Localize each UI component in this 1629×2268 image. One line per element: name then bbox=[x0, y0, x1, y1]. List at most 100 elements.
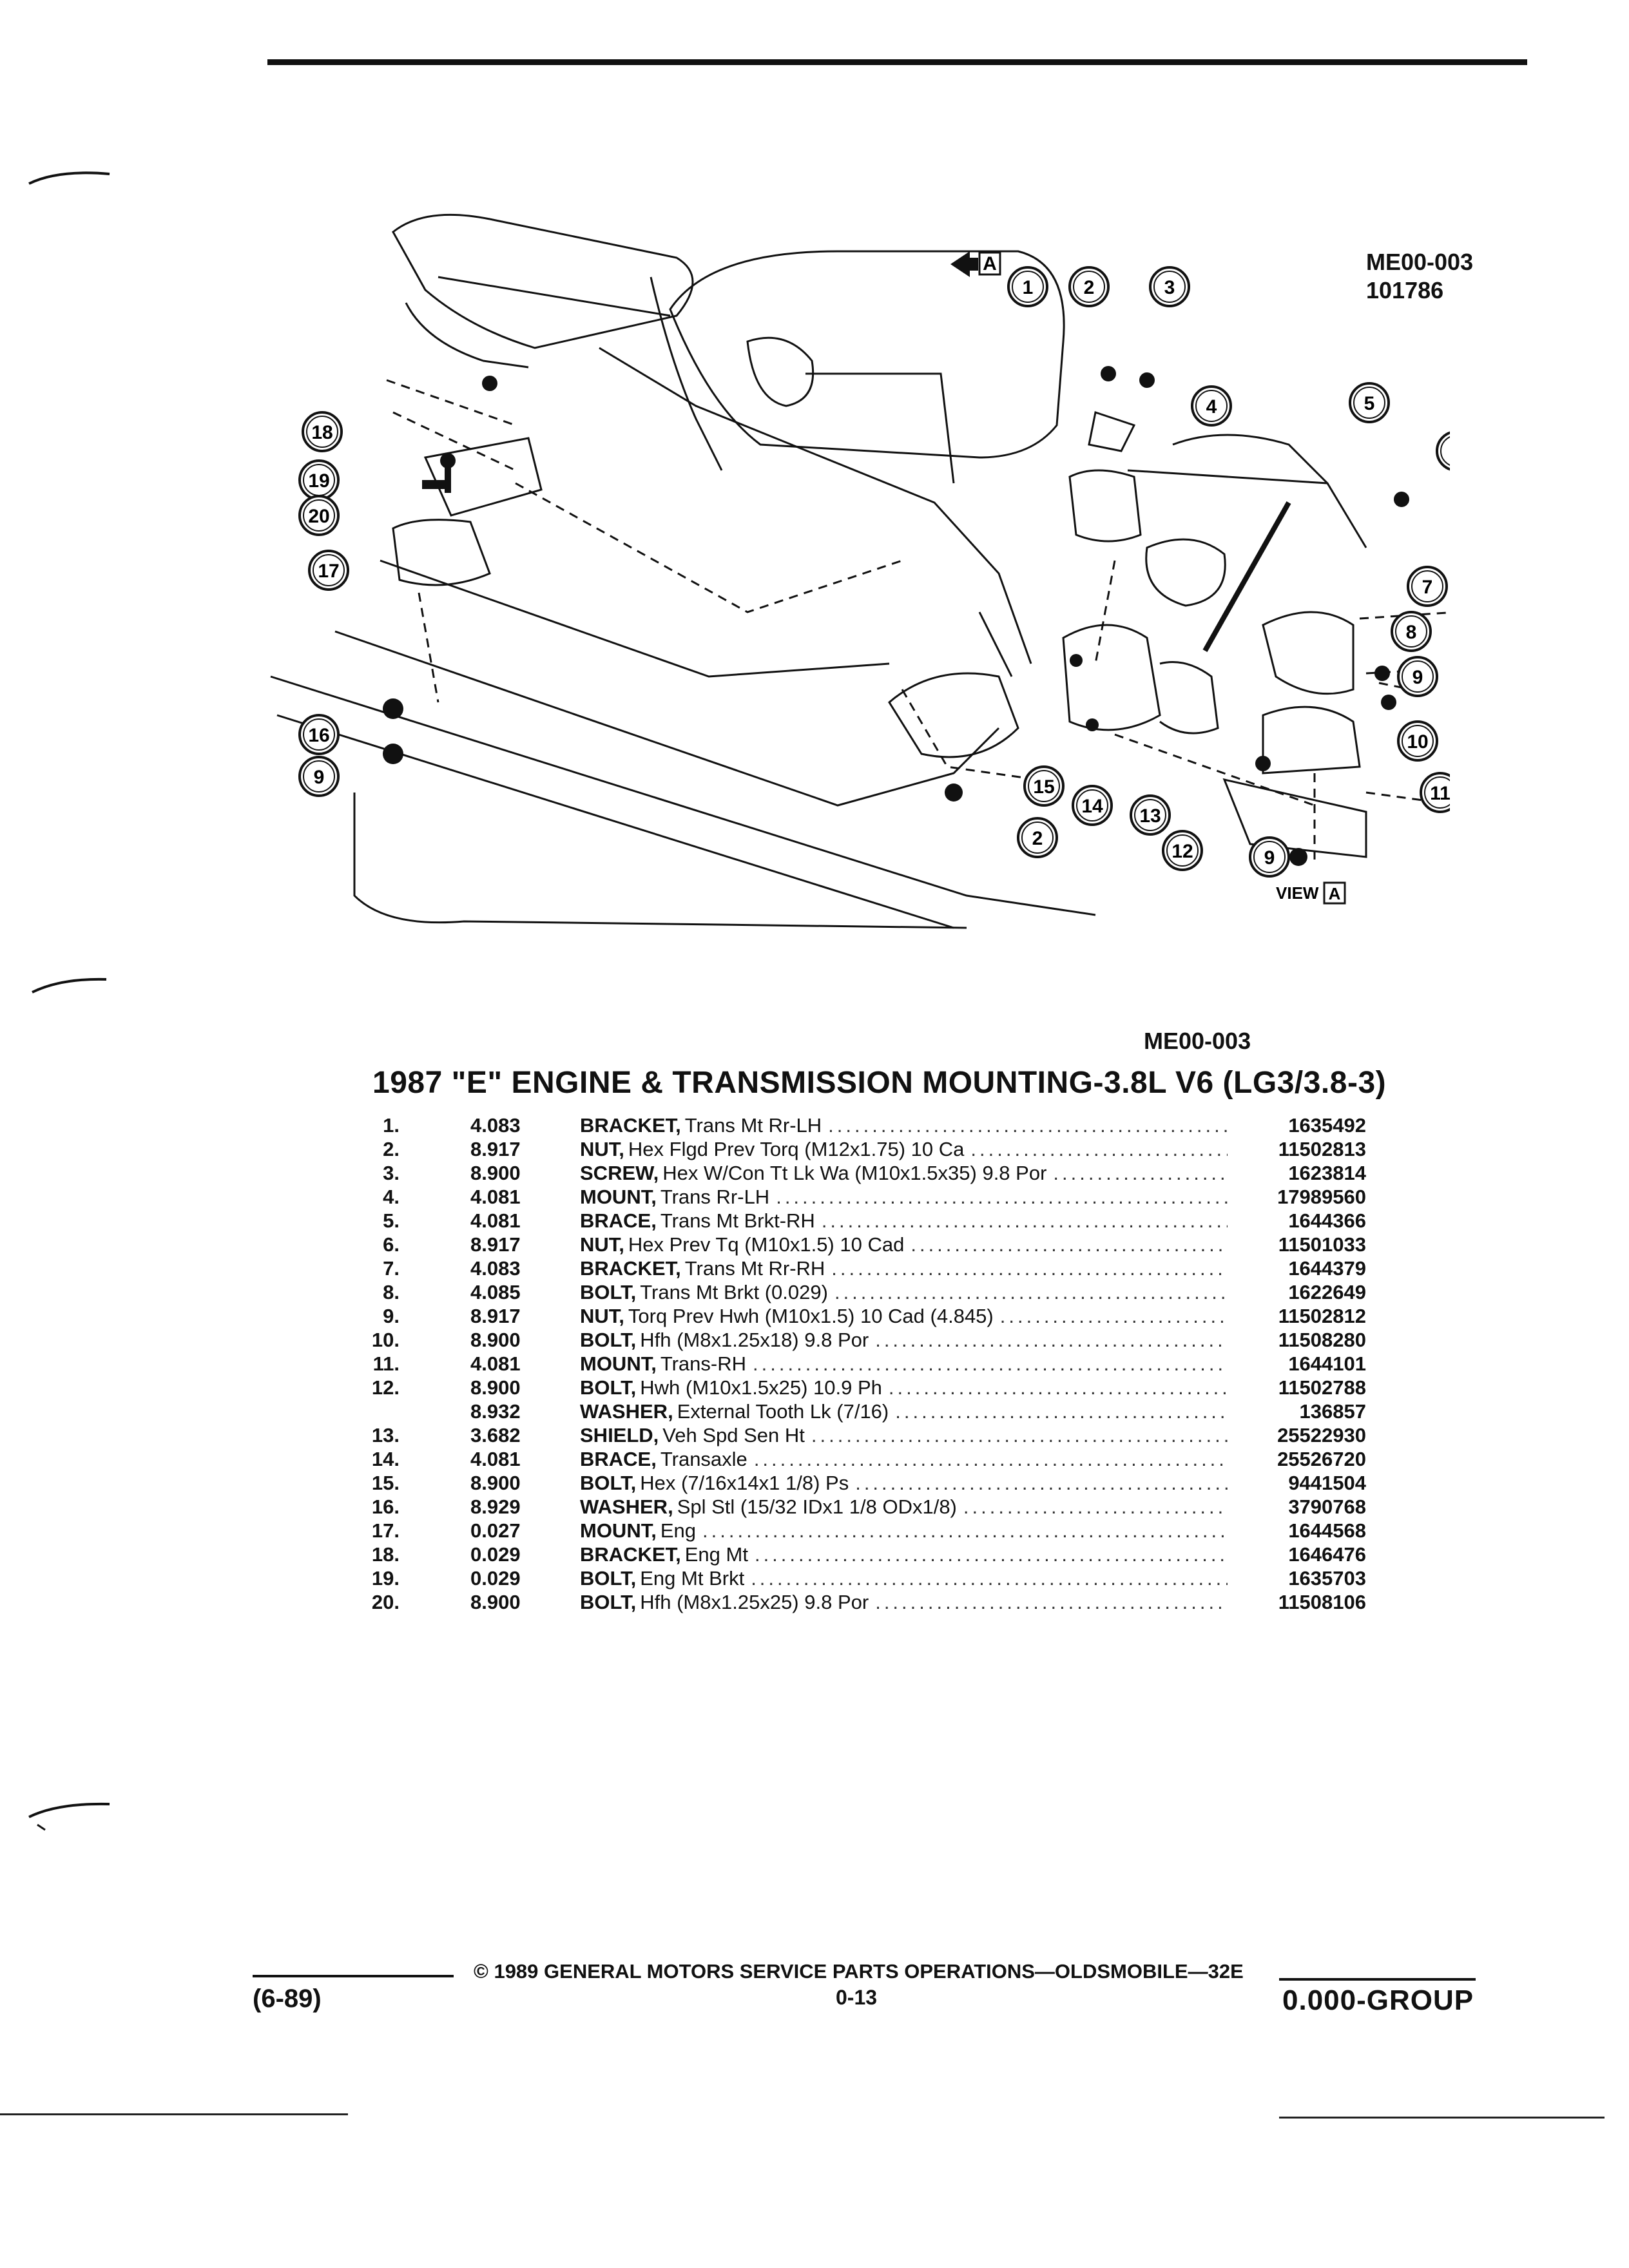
part-item-number: 12. bbox=[371, 1376, 400, 1399]
part-item-number: 8. bbox=[383, 1281, 400, 1303]
leader-dots: ........................................… bbox=[963, 1495, 1228, 1518]
leader-dots: ........................................… bbox=[999, 1305, 1228, 1327]
leader-dots: ........................................… bbox=[751, 1567, 1228, 1590]
part-number: 1644101 bbox=[1288, 1352, 1366, 1375]
part-name: WASHER, bbox=[580, 1495, 673, 1518]
part-group-code: 4.083 bbox=[470, 1257, 521, 1280]
part-name: BOLT, bbox=[580, 1472, 637, 1494]
callout-12: 12 bbox=[1162, 830, 1203, 871]
callout-number: 15 bbox=[1033, 776, 1054, 798]
part-item-number: 20. bbox=[371, 1591, 400, 1613]
part-number: 11508280 bbox=[1278, 1329, 1366, 1351]
part-name: MOUNT, bbox=[580, 1352, 657, 1375]
part-detail: Hex Flgd Prev Torq (M12x1.75) 10 Ca bbox=[628, 1138, 965, 1160]
part-item-number: 13. bbox=[371, 1424, 400, 1446]
leader-dots: ........................................… bbox=[1053, 1162, 1228, 1184]
callout-18: 18 bbox=[302, 411, 343, 452]
callout-number: 17 bbox=[318, 561, 339, 582]
callout-14: 14 bbox=[1072, 785, 1113, 826]
part-description: BRACKET,Trans Mt Rr-LH..................… bbox=[580, 1113, 1228, 1137]
top-rule bbox=[267, 59, 1527, 65]
footer-copyright: © 1989 GENERAL MOTORS SERVICE PARTS OPER… bbox=[474, 1960, 1244, 1983]
callout-number: 7 bbox=[1422, 577, 1433, 598]
part-name: BOLT, bbox=[580, 1567, 637, 1590]
figure-code: ME00-003 101786 bbox=[1366, 248, 1473, 305]
callout-10: 10 bbox=[1397, 720, 1438, 762]
callout-4: 4 bbox=[1191, 385, 1232, 427]
part-name: BRACKET, bbox=[580, 1257, 681, 1280]
part-group-code: 8.917 bbox=[470, 1233, 521, 1256]
footer-rule-left bbox=[253, 1975, 454, 1977]
part-group-code: 4.081 bbox=[470, 1352, 521, 1375]
leader-dots: ........................................… bbox=[895, 1400, 1228, 1423]
diagram-fasteners bbox=[383, 366, 1409, 866]
part-number: 1646476 bbox=[1288, 1543, 1366, 1566]
part-detail: Transaxle bbox=[660, 1448, 747, 1470]
part-detail: Veh Spd Sen Ht bbox=[662, 1424, 805, 1446]
part-name: NUT, bbox=[580, 1138, 624, 1160]
part-detail: Trans Mt Rr-LH bbox=[684, 1114, 822, 1137]
part-number: 11502788 bbox=[1278, 1376, 1366, 1399]
part-group-code: 4.081 bbox=[470, 1186, 521, 1208]
part-detail: Eng bbox=[660, 1519, 696, 1542]
part-description: MOUNT,Trans Rr-LH.......................… bbox=[580, 1185, 1228, 1209]
callout-13: 13 bbox=[1130, 794, 1171, 836]
part-item-number: 17. bbox=[371, 1519, 400, 1542]
part-description: BOLT,Eng Mt Brkt........................… bbox=[580, 1566, 1228, 1590]
leader-dots: ........................................… bbox=[828, 1114, 1228, 1137]
part-number: 1644379 bbox=[1288, 1257, 1366, 1280]
part-description: BOLT,Trans Mt Brkt (0.029)..............… bbox=[580, 1280, 1228, 1304]
part-item-number: 9. bbox=[383, 1305, 400, 1327]
part-description: BRACE,Transaxle.........................… bbox=[580, 1447, 1228, 1471]
callout-15: 15 bbox=[1023, 765, 1065, 807]
part-number: 1622649 bbox=[1288, 1281, 1366, 1303]
part-group-code: 8.900 bbox=[470, 1376, 521, 1399]
part-detail: Hfh (M8x1.25x25) 9.8 Por bbox=[640, 1591, 869, 1613]
part-detail: Hwh (M10x1.5x25) 10.9 Ph bbox=[640, 1376, 882, 1399]
callout-2: 2 bbox=[1068, 266, 1110, 307]
leader-dots: ........................................… bbox=[911, 1233, 1228, 1256]
part-number: 9441504 bbox=[1288, 1472, 1366, 1494]
part-group-code: 4.085 bbox=[470, 1281, 521, 1303]
view-a-arrow: A bbox=[950, 251, 1001, 277]
scan-edge-line-left bbox=[0, 2113, 348, 2115]
callout-number: 2 bbox=[1084, 277, 1095, 298]
callout-number: 9 bbox=[1412, 667, 1423, 688]
callout-number: 1 bbox=[1023, 277, 1034, 298]
callout-number: 12 bbox=[1171, 841, 1193, 862]
part-number: 136857 bbox=[1299, 1400, 1366, 1423]
part-description: BRACKET,Eng Mt..........................… bbox=[580, 1542, 1228, 1566]
callout-11: 11 bbox=[1420, 772, 1450, 813]
callout-number: 3 bbox=[1164, 277, 1175, 298]
callout-number: 19 bbox=[308, 470, 329, 492]
binder-hole-mark-bottom bbox=[28, 1802, 110, 1831]
callout-number: 9 bbox=[314, 767, 325, 788]
leader-dots: ........................................… bbox=[831, 1257, 1228, 1280]
part-description: BOLT,Hwh (M10x1.5x25) 10.9 Ph...........… bbox=[580, 1376, 1228, 1399]
part-group-code: 8.900 bbox=[470, 1329, 521, 1351]
part-number: 11508106 bbox=[1278, 1591, 1366, 1613]
part-number: 1644366 bbox=[1288, 1209, 1366, 1232]
part-number: 17989560 bbox=[1277, 1186, 1366, 1208]
footer-page-number: 0-13 bbox=[836, 1986, 878, 2009]
part-group-code: 8.900 bbox=[470, 1591, 521, 1613]
footer-group: 0.000-GROUP bbox=[1282, 1984, 1474, 2016]
arrow-letter: A bbox=[983, 253, 997, 274]
leader-dots: ........................................… bbox=[834, 1281, 1228, 1303]
leader-dots: ........................................… bbox=[753, 1352, 1228, 1375]
part-name: BOLT, bbox=[580, 1591, 637, 1613]
part-description: MOUNT,Eng...............................… bbox=[580, 1519, 1228, 1542]
part-number: 1623814 bbox=[1288, 1162, 1366, 1184]
callout-9: 9 bbox=[298, 756, 340, 797]
part-item-number: 14. bbox=[371, 1448, 400, 1470]
part-name: BRACE, bbox=[580, 1209, 657, 1232]
part-name: BRACKET, bbox=[580, 1543, 681, 1566]
view-a-label: VIEW A bbox=[1276, 881, 1346, 905]
leader-dots: ........................................… bbox=[888, 1376, 1228, 1399]
